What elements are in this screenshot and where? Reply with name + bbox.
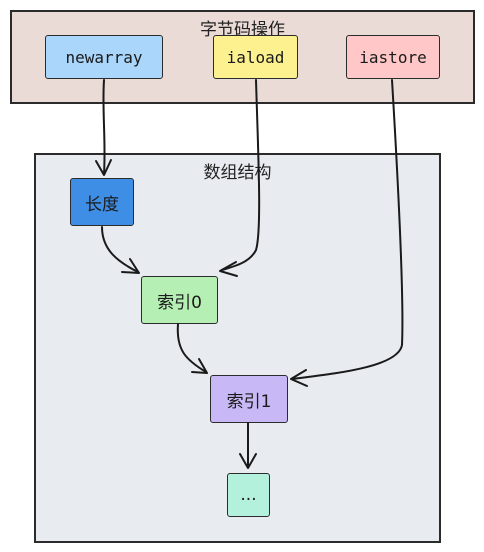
- index1-node: 索引1: [210, 375, 288, 423]
- arrowhead-newarray-length: [95, 159, 112, 176]
- edge-iastore-to-index1: [291, 79, 404, 380]
- edge-iaload-to-index0: [221, 79, 261, 271]
- ellipsis-node: ...: [227, 473, 270, 517]
- newarray-node: newarray: [45, 35, 163, 79]
- edge-newarray-to-length: [102, 79, 106, 175]
- arrowhead-length-index0: [121, 258, 140, 274]
- arrowhead-iastore-index1: [290, 369, 308, 387]
- index0-node: 索引0: [141, 276, 218, 324]
- arrowhead-iaload-index0: [219, 261, 238, 277]
- edge-length-to-index0: [101, 226, 139, 273]
- array-structure-title: 数组结构: [203, 163, 272, 183]
- iastore-node: iastore: [346, 35, 440, 79]
- iaload-node: iaload: [213, 35, 298, 79]
- edge-index0-to-index1: [176, 323, 207, 373]
- length-node: 长度: [70, 178, 134, 226]
- arrowhead-index0-index1: [191, 358, 208, 374]
- arrowhead-index1-ellipsis: [239, 453, 257, 469]
